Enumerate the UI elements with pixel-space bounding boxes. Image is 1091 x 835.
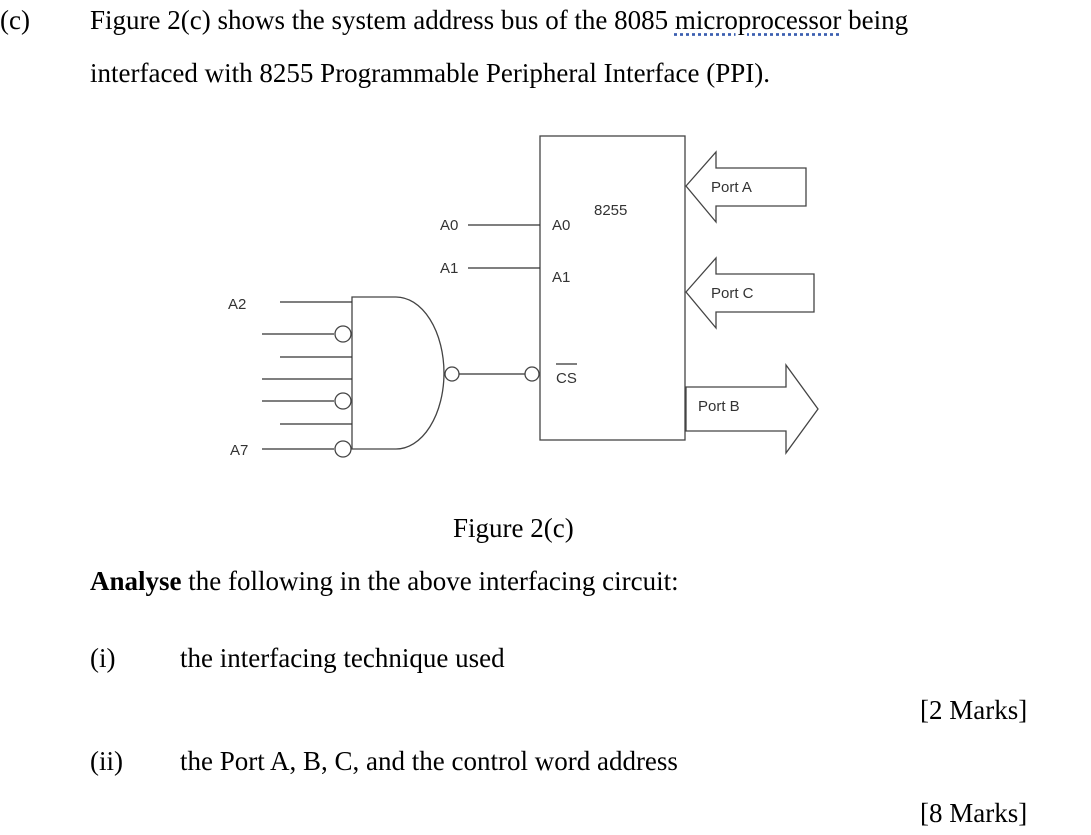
spellcheck-word[interactable]: microprocessor [674,5,842,35]
input-inverter-bubble [334,392,352,410]
chip-8255-body [539,135,686,441]
instruction-text: the following in the above interfacing c… [181,566,679,596]
question-text-start: Figure 2(c) shows the system address bus… [90,5,675,35]
question-label: (c) [0,5,30,35]
bus-a2-label: A2 [228,296,246,313]
port-b-label: Port B [698,398,740,415]
question-line-1: Figure 2(c) shows the system address bus… [90,4,908,36]
part-text: the Port A, B, C, and the control word a… [180,746,678,776]
input-inverter-bubble [334,440,352,458]
gate-output-bubble [444,366,460,382]
chip-pin-cs-label: CS [556,370,577,387]
chip-8255-label: 8255 [594,202,627,219]
port-b-arrow [685,363,819,455]
part-marks: [2 Marks] [920,695,1028,725]
port-a-arrow [685,150,807,224]
part-text: the interfacing technique used [180,643,505,673]
instruction-verb: Analyse [90,566,182,596]
port-c-arrow [685,256,815,330]
question-text-end: being [841,5,909,35]
port-c-label: Port C [711,285,754,302]
circuit-diagram: 8255 A0 A1 CS A0 A1 A2 A7 Port A Port C … [228,135,819,459]
part-marks: [8 Marks] [920,798,1028,828]
bus-a0-label: A0 [440,217,458,234]
bus-a7-label: A7 [230,442,248,459]
instruction-line: Analyse the following in the above inter… [90,565,679,597]
part-label: (i) [90,643,116,673]
question-line-2: interfaced with 8255 Programmable Periph… [90,58,770,88]
part-label: (ii) [90,746,123,776]
input-inverter-bubble [334,325,352,343]
cs-input-bubble [524,366,540,382]
and-gate [351,296,445,450]
figure-caption: Figure 2(c) [453,513,574,543]
chip-pin-a1-label: A1 [552,269,570,286]
chip-pin-a0-label: A0 [552,217,570,234]
port-a-label: Port A [711,179,752,196]
bus-a1-label: A1 [440,260,458,277]
